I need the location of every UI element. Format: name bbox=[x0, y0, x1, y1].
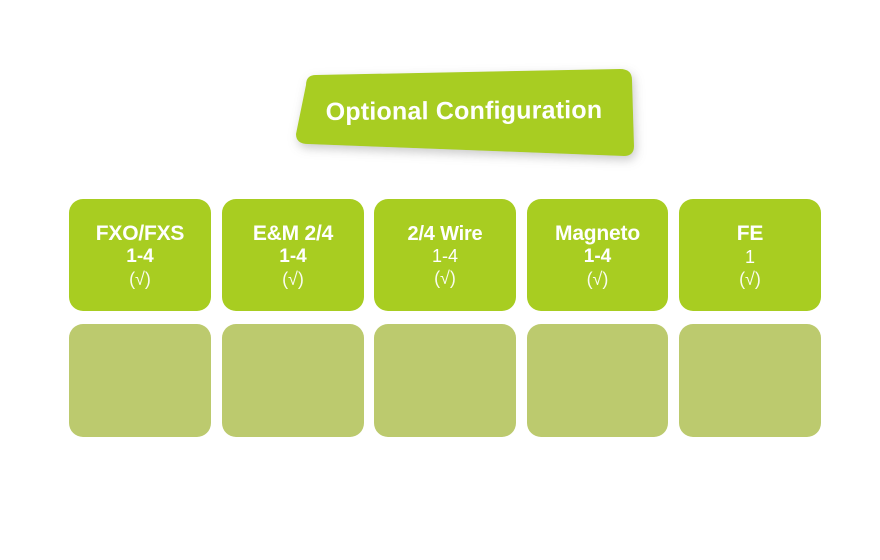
card-check-icon: (√) bbox=[586, 269, 609, 290]
card-range: 1-4 bbox=[583, 246, 612, 268]
card-range: 1-4 bbox=[279, 246, 307, 268]
card-title: FE bbox=[736, 222, 764, 246]
config-card-2-4-wire[interactable]: 2/4 Wire 1-4 (√) bbox=[374, 199, 516, 311]
card-check-icon: (√) bbox=[129, 269, 151, 290]
card-check-icon: (√) bbox=[282, 269, 304, 290]
config-card-row: FXO/FXS 1-4 (√) E&M 2/4 1-4 (√) 2/4 Wire… bbox=[69, 199, 821, 311]
placeholder-card[interactable] bbox=[374, 324, 516, 437]
card-range: 1 bbox=[744, 246, 755, 267]
card-range: 1-4 bbox=[431, 246, 458, 267]
config-card-fxo-fxs[interactable]: FXO/FXS 1-4 (√) bbox=[69, 199, 211, 311]
placeholder-card[interactable] bbox=[222, 324, 364, 437]
config-card-em-2-4[interactable]: E&M 2/4 1-4 (√) bbox=[222, 199, 364, 311]
optional-configuration-banner: Optional Configuration bbox=[276, 50, 652, 172]
config-card-magneto[interactable]: Magneto 1-4 (√) bbox=[527, 199, 668, 311]
card-check-icon: (√) bbox=[434, 268, 456, 289]
banner-shape bbox=[296, 69, 634, 156]
card-title: 2/4 Wire bbox=[407, 222, 483, 245]
placeholder-card-row bbox=[69, 324, 821, 437]
card-check-icon: (√) bbox=[739, 268, 761, 289]
card-title: FXO/FXS bbox=[95, 221, 185, 245]
placeholder-card[interactable] bbox=[679, 324, 821, 437]
placeholder-card[interactable] bbox=[69, 324, 211, 437]
card-title: Magneto bbox=[555, 221, 640, 245]
config-card-fe[interactable]: FE 1 (√) bbox=[679, 199, 821, 311]
card-range: 1-4 bbox=[126, 246, 154, 268]
placeholder-card[interactable] bbox=[527, 324, 668, 437]
card-title: E&M 2/4 bbox=[252, 221, 334, 245]
